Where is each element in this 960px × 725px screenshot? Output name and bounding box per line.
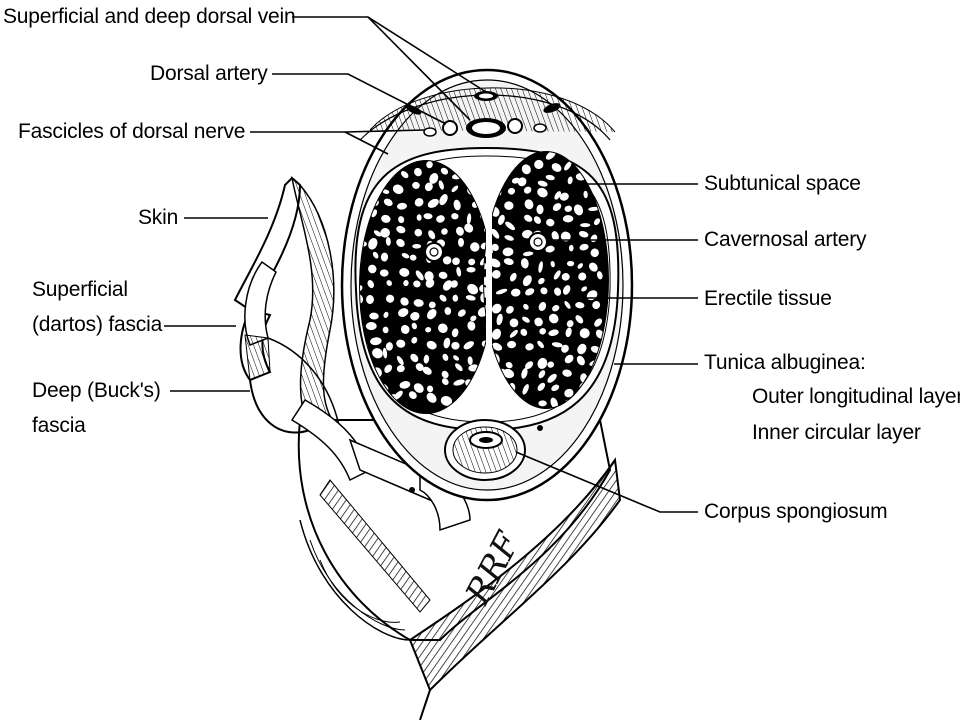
label-dorsal-vein: Superficial and deep dorsal vein (3, 5, 296, 28)
label-dorsal-artery: Dorsal artery (150, 62, 268, 85)
label-dorsal-nerve: Fascicles of dorsal nerve (18, 120, 246, 143)
label-cavernosal-artery: Cavernosal artery (704, 228, 867, 251)
corpus-spongiosum (409, 419, 543, 493)
label-inner-layer: Inner circular layer (752, 421, 921, 444)
label-dartos-line1: Superficial (32, 278, 128, 301)
dorsal-vessels (406, 91, 561, 138)
label-skin: Skin (138, 206, 179, 229)
label-tunica-albuginea: Tunica albuginea: (704, 351, 866, 374)
label-bucks-line1: Deep (Buck's) (32, 379, 161, 402)
label-outer-layer: Outer longitudinal layer (752, 385, 960, 408)
label-dartos-line2: (dartos) fascia (32, 313, 163, 336)
label-subtunical-space: Subtunical space (704, 172, 861, 195)
leader-lines (164, 16, 698, 513)
septum (486, 160, 492, 410)
label-corpus-spongiosum: Corpus spongiosum (704, 500, 888, 523)
label-erectile-tissue: Erectile tissue (704, 287, 832, 310)
label-bucks-line2: fascia (32, 414, 86, 437)
